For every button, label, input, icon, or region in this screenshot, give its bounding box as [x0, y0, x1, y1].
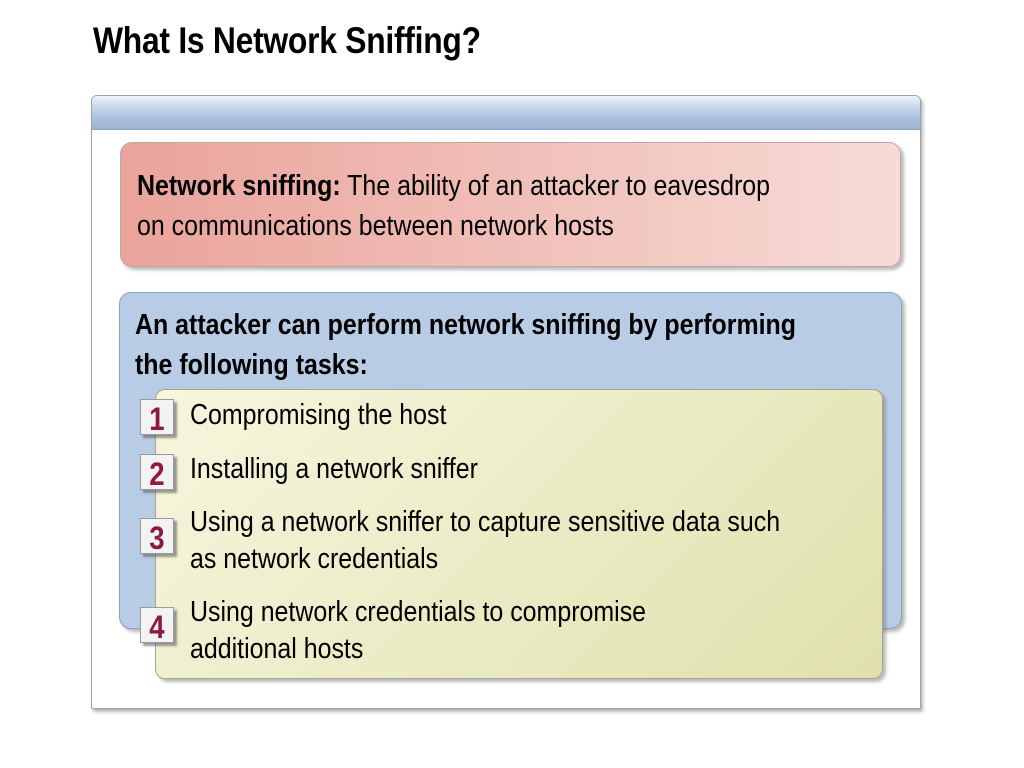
- tasks-heading-line2: the following tasks:: [135, 349, 368, 381]
- task-list-box: [155, 389, 883, 679]
- definition-box: [120, 142, 901, 267]
- definition-term: Network sniffing:: [137, 170, 341, 202]
- task-item-line1: Using a network sniffer to capture sensi…: [190, 506, 781, 538]
- task-number: 4: [149, 609, 165, 645]
- frame-header-bar: [92, 96, 920, 130]
- task-number-badge: 3: [140, 518, 174, 556]
- tasks-heading-line1: An attacker can perform network sniffing…: [135, 309, 797, 341]
- definition-text: Network sniffing: The ability of an atta…: [137, 166, 791, 246]
- task-item-line1: Compromising the host: [190, 399, 447, 431]
- task-item: Compromising the host: [190, 397, 878, 434]
- task-number-badge: 1: [140, 399, 174, 437]
- tasks-heading: An attacker can perform network sniffing…: [135, 305, 892, 385]
- definition-text-line1: The ability of an attacker to eavesdrop: [340, 170, 771, 202]
- task-number: 2: [149, 456, 165, 492]
- task-item-line2: as network credentials: [190, 543, 439, 575]
- task-item: Using a network sniffer to capture sensi…: [190, 504, 878, 578]
- task-number: 1: [149, 401, 165, 437]
- task-item: Installing a network sniffer: [190, 451, 878, 488]
- task-item-line1: Installing a network sniffer: [190, 453, 478, 485]
- task-number: 3: [149, 520, 165, 556]
- definition-text-line2: on communications between network hosts: [137, 210, 614, 242]
- task-item-line1: Using network credentials to compromise: [190, 596, 647, 628]
- slide-title: What Is Network Sniffing?: [93, 20, 481, 61]
- task-number-badge: 4: [140, 607, 174, 645]
- task-number-badge: 2: [140, 454, 174, 492]
- task-item-line2: additional hosts: [190, 633, 364, 665]
- task-item: Using network credentials to compromise …: [190, 594, 878, 668]
